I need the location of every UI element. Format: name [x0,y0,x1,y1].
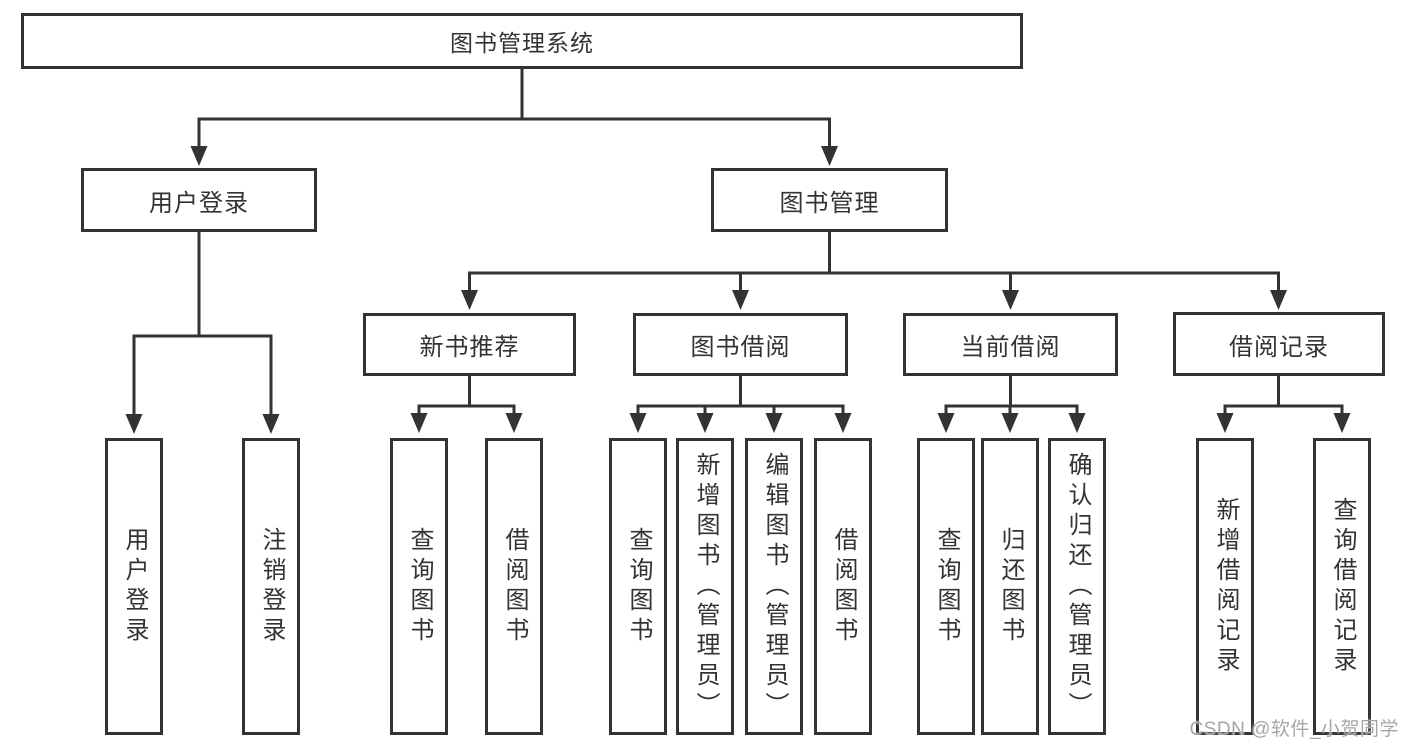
arrowheads [125,146,1351,434]
node-book-management-label: 图书管理 [779,189,880,217]
node-leaf-query-borrow-record-label: 查询借阅记录 [1329,496,1356,677]
node-leaf-borrow-book-borrowing: 借阅图书 [814,438,872,735]
node-leaf-query-book-borrowing-label: 查询图书 [625,526,652,647]
node-leaf-return-book: 归还图书 [981,438,1039,735]
watermark: CSDN @软件_小贺同学 [1189,719,1399,740]
node-book-borrowing-label: 图书借阅 [690,334,791,361]
node-user-login-label: 用户登录 [149,189,249,217]
node-leaf-add-borrow-record: 新增借阅记录 [1196,438,1254,735]
node-leaf-logout-login: 注销登录 [242,438,300,735]
node-root-label: 图书管理系统 [450,30,594,56]
node-leaf-logout-login-label: 注销登录 [258,526,285,647]
node-borrowing-records: 借阅记录 [1173,312,1385,376]
node-new-book-recommend: 新书推荐 [363,313,576,376]
node-book-borrowing: 图书借阅 [633,313,848,376]
node-leaf-add-borrow-record-label: 新增借阅记录 [1212,496,1239,677]
node-leaf-query-borrow-record: 查询借阅记录 [1313,438,1371,735]
node-leaf-borrow-book-borrowing-label: 借阅图书 [830,526,857,647]
node-root: 图书管理系统 [21,13,1023,69]
node-leaf-query-book-borrowing: 查询图书 [609,438,667,735]
node-leaf-query-book-current: 查询图书 [917,438,975,735]
node-leaf-borrow-book-recommend: 借阅图书 [485,438,543,735]
node-leaf-edit-book-admin: 编辑图书（管理员） [745,438,803,735]
node-book-management: 图书管理 [711,168,948,232]
node-leaf-query-book-recommend-label: 查询图书 [406,526,433,647]
node-leaf-add-book-admin-label: 新增图书（管理员） [692,451,719,722]
node-leaf-query-book-recommend: 查询图书 [390,438,448,735]
node-leaf-user-login: 用户登录 [105,438,163,735]
node-leaf-add-book-admin: 新增图书（管理员） [676,438,734,735]
node-borrowing-records-label: 借阅记录 [1229,333,1329,361]
node-current-borrowing: 当前借阅 [903,313,1118,376]
node-leaf-return-book-label: 归还图书 [997,526,1024,647]
node-leaf-confirm-return-admin: 确认归还（管理员） [1048,438,1106,735]
node-leaf-confirm-return-admin-label: 确认归还（管理员） [1064,451,1091,722]
node-leaf-edit-book-admin-label: 编辑图书（管理员） [761,451,788,722]
node-leaf-user-login-label: 用户登录 [121,526,148,647]
node-leaf-query-book-current-label: 查询图书 [933,526,960,647]
node-leaf-borrow-book-recommend-label: 借阅图书 [501,526,528,647]
node-current-borrowing-label: 当前借阅 [960,334,1061,361]
node-new-book-recommend-label: 新书推荐 [419,334,520,361]
node-user-login: 用户登录 [81,168,317,232]
